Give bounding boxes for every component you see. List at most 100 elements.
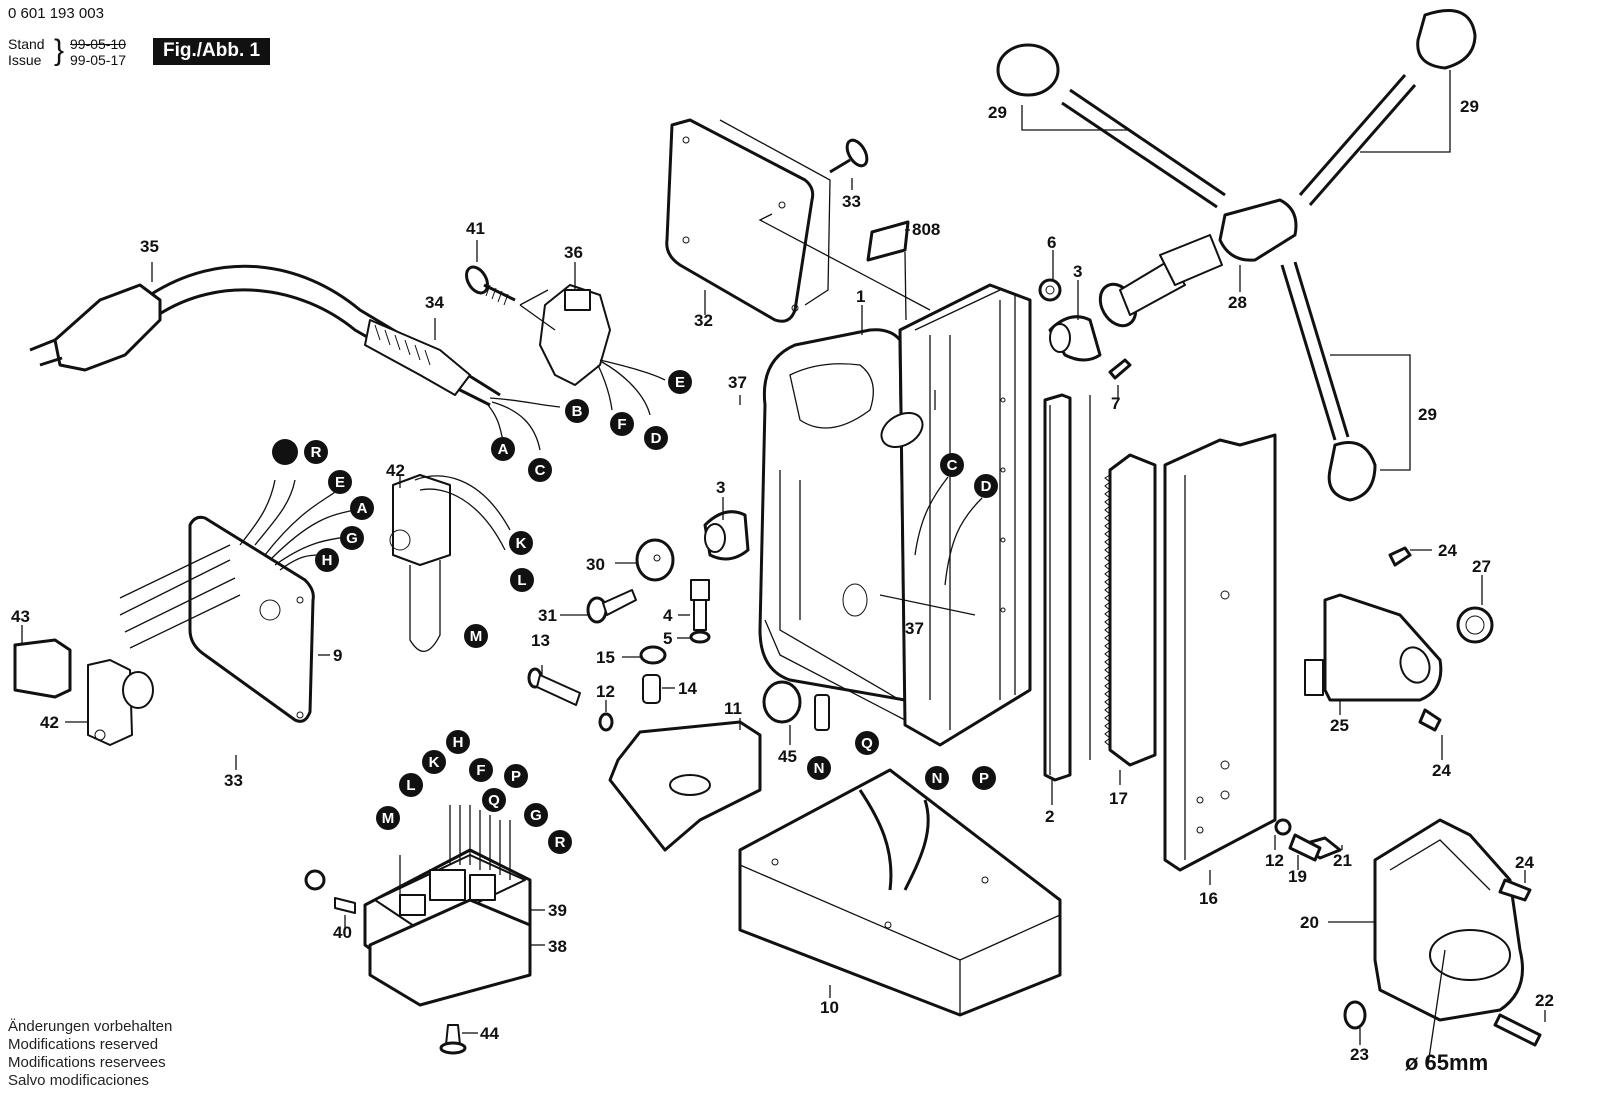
issue-date: 99-05-17: [70, 52, 127, 68]
part-label-9: 9: [333, 646, 342, 665]
bushing-parts: [703, 315, 1102, 561]
svg-text:L: L: [406, 777, 415, 794]
part-label-40: 40: [333, 923, 352, 942]
part-label-12-left: 12: [596, 682, 615, 701]
svg-text:E: E: [675, 374, 685, 391]
part-label-10: 10: [820, 998, 839, 1017]
wire-marker-switch-l: L: [510, 568, 534, 592]
part-label-42-top: 42: [386, 461, 405, 480]
svg-text:M: M: [470, 628, 483, 645]
wire-marker-pcb-r: R: [548, 830, 572, 854]
issue-label: Issue: [8, 52, 42, 68]
part-label-24-top: 24: [1438, 541, 1457, 560]
leader-lines: [21, 178, 1546, 1045]
part-label-20: 20: [1300, 913, 1319, 932]
svg-text:R: R: [555, 834, 566, 851]
part-label-24-mid: 24: [1432, 761, 1451, 780]
wire-marker-cord-a: A: [491, 437, 515, 461]
wire-marker-socket-e: E: [668, 370, 692, 394]
part-label-33-bottom: 33: [224, 771, 243, 790]
part-label-15: 15: [596, 648, 615, 667]
svg-text:B: B: [572, 403, 583, 420]
warning-label-808: [866, 220, 910, 321]
part-label-36: 36: [564, 243, 583, 262]
svg-text:N: N: [814, 760, 825, 777]
revision-dates: 99-05-10 99-05-17: [70, 36, 126, 68]
socket-part: [465, 265, 666, 416]
part-label-14: 14: [678, 679, 697, 698]
svg-text:A: A: [498, 441, 509, 458]
svg-text:Q: Q: [861, 735, 873, 752]
bore-diameter-label: ø 65mm: [1405, 1050, 1488, 1075]
disclaimer-line-de: Änderungen vorbehalten: [8, 1018, 173, 1035]
wire-marker-pcb-h: H: [446, 730, 470, 754]
wire-marker-plate-g: G: [340, 526, 364, 550]
wire-marker-plate-h: H: [315, 548, 339, 572]
svg-text:H: H: [453, 734, 464, 751]
wire-marker-base-q: Q: [855, 731, 879, 755]
svg-text:C: C: [947, 457, 958, 474]
brace-symbol: }: [54, 34, 65, 67]
part-label-31: 31: [538, 606, 557, 625]
part-label-37-mid: 37: [905, 619, 924, 638]
stand-date: 99-05-10: [70, 36, 127, 52]
part-label-29-lower: 29: [1418, 405, 1437, 424]
svg-text:D: D: [651, 430, 662, 447]
wire-marker-plate-r: R: [304, 440, 328, 464]
svg-text:F: F: [617, 416, 626, 433]
svg-text:G: G: [530, 807, 542, 824]
svg-text:H: H: [322, 552, 333, 569]
part-label-4: 4: [663, 606, 673, 625]
part-label-808: 808: [912, 220, 940, 239]
svg-text:C: C: [535, 462, 546, 479]
pinion-shaft-part: [996, 9, 1477, 502]
bracket-part: [1304, 546, 1494, 732]
wire-marker-socket-d: D: [644, 426, 668, 450]
part-label-45: 45: [778, 747, 797, 766]
nut-and-setscrew: [1038, 278, 1132, 380]
wire-marker-body-c: C: [940, 453, 964, 477]
part-label-29-right: 29: [1460, 97, 1479, 116]
cover-plate-part: [665, 118, 931, 323]
part-label-41: 41: [466, 219, 485, 238]
part-label-12-right: 12: [1265, 851, 1284, 870]
wire-marker-base-n1: N: [807, 756, 831, 780]
part-label-29-left: 29: [988, 103, 1007, 122]
part-label-3-top: 3: [1073, 262, 1082, 281]
wire-marker-pcb-q: Q: [482, 788, 506, 812]
wire-marker-socket-f: F: [610, 412, 634, 436]
part-label-7: 7: [1111, 394, 1120, 413]
svg-text:G: G: [346, 530, 358, 547]
part-label-32: 32: [694, 311, 713, 330]
part-label-33-top: 33: [842, 192, 861, 211]
part-label-23: 23: [1350, 1045, 1369, 1064]
wire-marker-base-p: P: [972, 766, 996, 790]
electronics-part: [304, 805, 532, 1055]
svg-text:L: L: [517, 572, 526, 589]
wire-marker-body-d: D: [974, 474, 998, 498]
part-label-37-top: 37: [728, 373, 747, 392]
part-label-5: 5: [663, 629, 672, 648]
part-label-27: 27: [1472, 557, 1491, 576]
svg-text:K: K: [429, 754, 440, 771]
wire-marker-pcb-f: F: [469, 758, 493, 782]
part-label-42-left: 42: [40, 713, 59, 732]
wire-marker-plate-blank: [272, 439, 298, 465]
disclaimer-line-es: Salvo modificaciones: [8, 1072, 149, 1089]
part-label-30: 30: [586, 555, 605, 574]
part-label-2: 2: [1045, 807, 1054, 826]
wire-marker-pcb-p: P: [504, 764, 528, 788]
svg-text:D: D: [981, 478, 992, 495]
part-label-34: 34: [425, 293, 444, 312]
part-label-43: 43: [11, 607, 30, 626]
stand-label: Stand: [8, 36, 45, 52]
motor-mount-part: [608, 680, 830, 852]
magnet-base-part: [738, 768, 1062, 1017]
part-label-6: 6: [1047, 233, 1056, 252]
base-foot-part: [1274, 818, 1542, 1066]
svg-text:F: F: [476, 762, 485, 779]
small-fasteners: [527, 538, 711, 732]
svg-text:P: P: [511, 768, 521, 785]
main-body-part: [758, 283, 1032, 747]
